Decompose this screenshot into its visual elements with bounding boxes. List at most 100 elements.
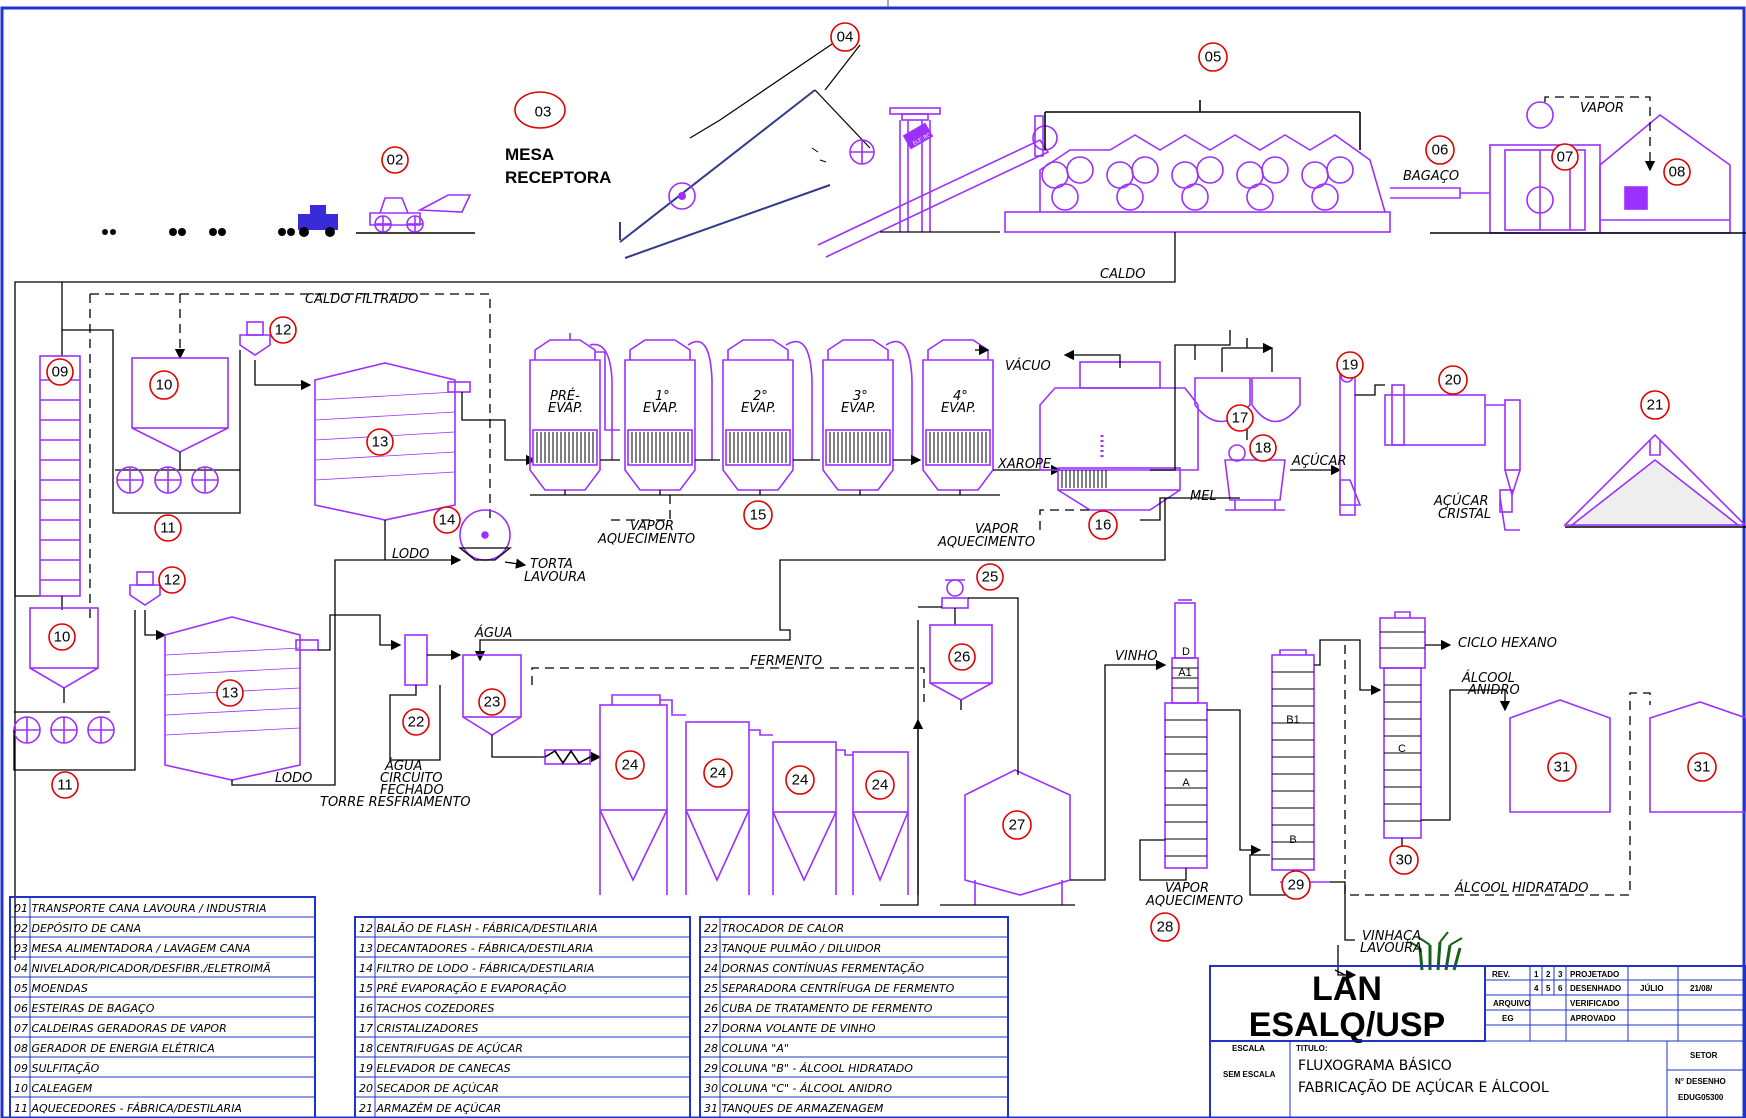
callout-27: 27 (1003, 811, 1031, 839)
svg-text:11: 11 (57, 777, 73, 794)
svg-text:EVAP.: EVAP. (841, 401, 876, 416)
svg-text:EG: EG (1502, 1014, 1514, 1023)
svg-text:PROJETADO: PROJETADO (1570, 970, 1619, 979)
svg-text:A1: A1 (1178, 667, 1191, 679)
svg-text:EVAP.: EVAP. (643, 401, 678, 416)
svg-text:VÁCUO: VÁCUO (1005, 358, 1051, 374)
callout-24d: 24 (866, 771, 894, 799)
legend-row: 09 SULFITAÇÃO (14, 1062, 100, 1075)
legend-row: 13 DECANTADORES - FÁBRICA/DESTILARIA (359, 942, 593, 955)
legend-row: 10 CALEAGEM (14, 1082, 93, 1095)
svg-text:FERMENTO: FERMENTO (750, 654, 822, 669)
svg-text:24: 24 (872, 777, 889, 794)
svg-text:TITULO:: TITULO: (1296, 1044, 1328, 1053)
svg-text:21: 21 (1647, 397, 1664, 414)
callout-11a: 11 (155, 515, 181, 541)
svg-text:18: 18 (1255, 440, 1272, 457)
svg-text:ESCALA: ESCALA (1232, 1044, 1265, 1053)
sludge-filter (460, 510, 510, 560)
mills (1005, 100, 1390, 232)
vacuum-pan (1040, 362, 1198, 510)
svg-text:20: 20 (1445, 372, 1462, 389)
svg-text:EVAP.: EVAP. (941, 401, 976, 416)
svg-text:2: 2 (1546, 970, 1551, 979)
svg-text:06: 06 (1432, 142, 1449, 159)
callout-06: 06 (1426, 136, 1454, 164)
cane-deposit-loader (356, 195, 475, 233)
callout-30: 30 (1390, 846, 1418, 874)
legend-row: 28 COLUNA "A" (704, 1042, 789, 1055)
callout-26: 26 (949, 644, 975, 670)
svg-text:JÚLIO: JÚLIO (1640, 984, 1664, 993)
legend-row: 01 TRANSPORTE CANA LAVOURA / INDUSTRIA (14, 902, 266, 915)
callout-08: 08 (1664, 159, 1690, 185)
callout-10b: 10 (49, 624, 75, 650)
svg-text:AQUECIMENTO: AQUECIMENTO (597, 532, 695, 547)
legend-row: 07 CALDEIRAS GERADORAS DE VAPOR (14, 1022, 227, 1035)
svg-text:28: 28 (1157, 919, 1174, 936)
svg-text:ÁGUA: ÁGUA (474, 625, 512, 641)
svg-text:24: 24 (710, 765, 727, 782)
cane-transport-area (102, 205, 338, 237)
heaters-upper (117, 467, 218, 493)
svg-text:LODO: LODO (275, 771, 312, 786)
column-b-trays (1272, 672, 1314, 859)
svg-text:04: 04 (837, 29, 854, 46)
svg-text:08: 08 (1669, 164, 1686, 181)
svg-text:AQUECIMENTO: AQUECIMENTO (937, 535, 1035, 550)
svg-text:AQUECIMENTO: AQUECIMENTO (1145, 894, 1243, 909)
svg-text:07: 07 (1557, 149, 1574, 166)
legend-row: 16 TACHOS COZEDORES (359, 1002, 494, 1015)
vacuum-pan-tubes (1062, 470, 1106, 488)
legend-row: 27 DORNA VOLANTE DE VINHO (704, 1022, 876, 1035)
svg-text:6: 6 (1558, 984, 1563, 993)
callout-03: 03 (515, 92, 565, 128)
svg-text:REV.: REV. (1492, 970, 1510, 979)
legend-row: 30 COLUNA "C" - ÁLCOOL ANIDRO (704, 1082, 892, 1095)
callout-24b: 24 (704, 759, 732, 787)
svg-text:12: 12 (164, 572, 181, 589)
svg-text:CALDO FILTRADO: CALDO FILTRADO (305, 292, 418, 307)
legend-row: 23 TANQUE PULMÃO / DILUIDOR (704, 942, 881, 955)
svg-text:11: 11 (160, 520, 176, 537)
callout-12a: 12 (270, 317, 296, 343)
callout-04: 04 (831, 23, 859, 51)
legend-row: 08 GERADOR DE ENERGIA ELÉTRICA (14, 1042, 215, 1055)
svg-text:4: 4 (1534, 984, 1539, 993)
svg-text:EDUG05300: EDUG05300 (1678, 1093, 1724, 1102)
legend-row: 29 COLUNA "B" - ÁLCOOL HIDRATADO (704, 1062, 913, 1075)
title-block: LAN ESALQ/USP REV. 1 2 3 4 5 6 PROJETADO… (1210, 966, 1746, 1118)
callout-31a: 31 (1548, 753, 1576, 781)
svg-text:1: 1 (1534, 970, 1539, 979)
svg-text:30: 30 (1396, 852, 1413, 869)
svg-text:14: 14 (439, 512, 456, 529)
legend-row: 20 SECADOR DE AÇÚCAR (359, 1082, 499, 1095)
svg-text:DESENHADO: DESENHADO (1570, 984, 1621, 993)
svg-text:24: 24 (792, 772, 809, 789)
callout-23: 23 (479, 689, 505, 715)
legend-row: 02 DEPÓSITO DE CANA (14, 922, 141, 935)
callout-10a: 10 (150, 371, 178, 399)
liming-tank-upper (132, 358, 228, 452)
screw-conveyor (545, 750, 590, 764)
legend-row: 04 NIVELADOR/PICADOR/DESFIBR./ELETROIMÃ (14, 962, 271, 975)
svg-text:LODO: LODO (392, 547, 429, 562)
feeding-table: ELETRO-IMÃ (620, 40, 1057, 258)
sulfitation-tower (40, 356, 80, 596)
svg-text:25: 25 (982, 569, 999, 586)
svg-text:VAPOR: VAPOR (1580, 101, 1624, 116)
callout-11b: 11 (52, 772, 78, 798)
legend-row: 11 AQUECEDORES - FÁBRICA/DESTILARIA (14, 1102, 242, 1115)
legend-row: 12 BALÃO DE FLASH - FÁBRICA/DESTILARIA (359, 922, 597, 935)
svg-text:LAVOURA: LAVOURA (1360, 941, 1422, 956)
svg-text:CICLO HEXANO: CICLO HEXANO (1458, 636, 1557, 651)
svg-text:SEM ESCALA: SEM ESCALA (1223, 1070, 1276, 1079)
callout-05: 05 (1199, 43, 1227, 71)
callout-25: 25 (977, 564, 1003, 590)
svg-text:D: D (1182, 646, 1190, 658)
svg-text:CRISTAL: CRISTAL (1438, 507, 1491, 522)
svg-text:SETOR: SETOR (1690, 1051, 1718, 1060)
evaporator-tubes (537, 432, 986, 463)
svg-text:A: A (1182, 777, 1190, 789)
legend-row: 05 MOENDAS (14, 982, 88, 995)
